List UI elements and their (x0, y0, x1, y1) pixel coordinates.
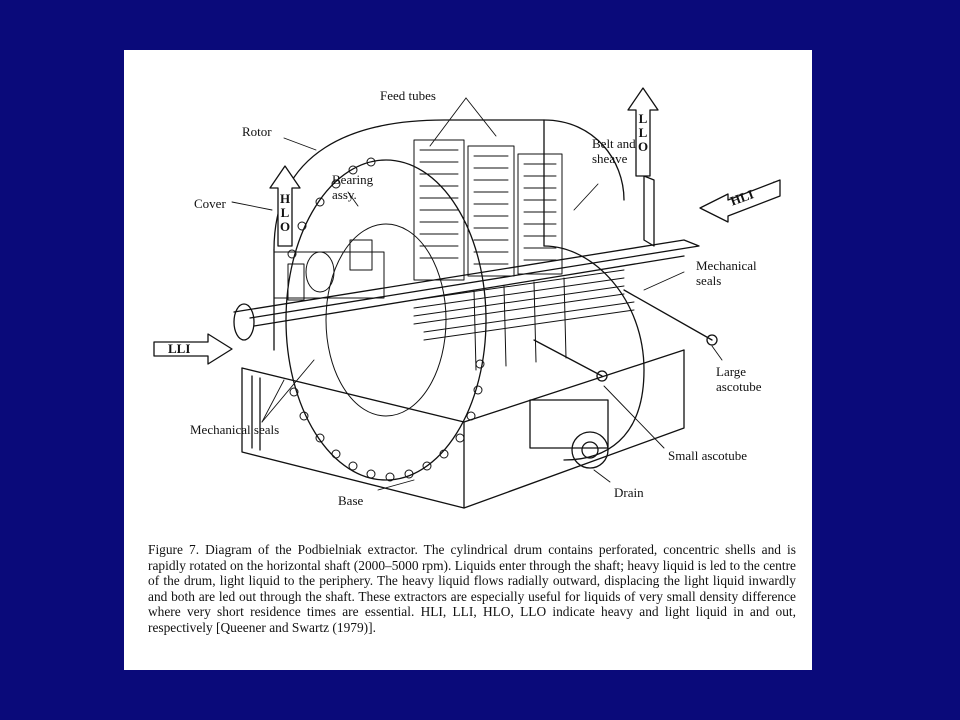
horizontal-shaft (233, 239, 700, 341)
label-feed-tubes: Feed tubes (380, 88, 436, 103)
label-drain: Drain (614, 485, 644, 500)
figure-caption: Figure 7. Diagram of the Podbielniak ext… (148, 542, 796, 635)
hlo-arrow (269, 165, 301, 247)
label-mechanical-seals-left: Mechanical seals (190, 422, 280, 437)
label-bearing-assy: Bearing assy. (332, 172, 374, 202)
small-ascotube-line (533, 339, 603, 377)
figure-panel: Feed tubes Rotor Bearing assy. Cover Bel… (124, 50, 812, 670)
feed-tube-fins (413, 139, 563, 281)
bearing-assembly (273, 239, 385, 301)
large-ascotube-line (623, 289, 713, 341)
label-base: Base (338, 493, 364, 508)
podbielniak-extractor-drawing (153, 87, 781, 509)
leader-lines (231, 97, 723, 491)
drain-wheel (571, 431, 609, 469)
internal-tubes (413, 269, 635, 371)
arrow-label-llo: LLO (637, 111, 649, 154)
lli-arrow (153, 333, 233, 365)
label-small-ascotube: Small ascotube (668, 448, 748, 463)
label-belt-and-sheave: Belt and sheave (592, 136, 636, 166)
arrow-label-hlo: HLO (279, 191, 291, 234)
label-rotor: Rotor (242, 124, 272, 139)
arrow-label-lli: LLI (168, 341, 191, 356)
belt-sheave (643, 175, 655, 247)
label-cover: Cover (194, 196, 226, 211)
drum-bolt-holes (287, 157, 485, 482)
hli-arrow-body (699, 179, 781, 223)
llo-arrow (627, 87, 659, 177)
label-large-ascotube: Large ascotube (716, 364, 762, 394)
label-mechanical-seals-right: Mechanical seals (696, 258, 757, 288)
